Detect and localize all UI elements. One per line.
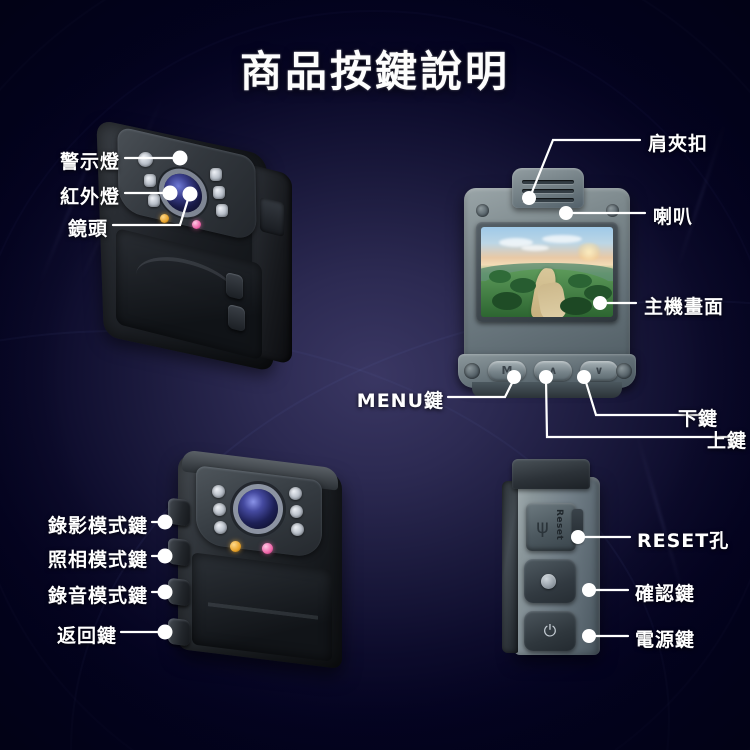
screw [464,363,480,379]
speaker-slot [522,198,574,202]
warning-led [138,152,153,167]
confirm-button-pad[interactable] [524,559,576,603]
video-mode-button[interactable] [168,497,190,527]
camera-lens [238,489,278,529]
ir-led [212,485,225,498]
ir-led [290,505,303,518]
ir-led [144,174,156,187]
status-led-orange [160,214,169,223]
ir-led [291,523,304,536]
device-top-right-back-view: M ∧ ∨ [452,160,642,410]
up-button[interactable]: ∧ [534,361,572,381]
side-button[interactable] [226,271,243,301]
usb-port-cover[interactable] [260,197,284,237]
screen-bush [491,291,522,310]
screen-bush [510,278,537,294]
usb-reset-port-cover[interactable]: ψ Reset [526,503,576,551]
screen-cloud [520,245,549,251]
confirm-button[interactable] [541,574,556,589]
screw [616,363,632,379]
ir-led [213,503,226,516]
label-confirm-key: 確認鍵 [635,583,696,605]
status-led-orange [230,541,241,552]
power-button-pad[interactable]: ⏻ [524,611,576,651]
reset-label: Reset [554,509,564,541]
label-audio-mode-key: 錄音模式鍵 [47,585,148,607]
label-photo-mode-key: 照相模式鍵 [47,549,148,571]
label-shoulder-clip: 肩夾扣 [648,133,709,155]
down-button[interactable]: ∨ [580,361,618,381]
port-cover-tab[interactable] [572,509,583,543]
label-up-key: 上鍵 [707,430,748,452]
label-down-key: 下鍵 [678,408,719,430]
photo-mode-button[interactable] [168,537,190,567]
ir-led [289,487,302,500]
ir-led [148,194,160,207]
speaker-slot [522,189,574,193]
screen-cloud [541,235,582,244]
screw [476,204,489,217]
usb-icon: ψ [536,516,549,538]
label-back-key: 返回鍵 [56,625,117,647]
screen-bush [568,273,593,288]
status-led-pink [192,220,201,229]
audio-mode-button[interactable] [168,577,190,607]
label-main-screen: 主機畫面 [644,296,725,318]
side-button[interactable] [228,303,245,333]
device-edge [502,481,518,653]
screen-sun [576,243,603,262]
screen-bush [560,297,593,316]
label-power-key: 電源鍵 [635,629,696,651]
device-base [472,382,622,398]
lcd-bezel [476,222,618,322]
power-icon: ⏻ [543,621,557,640]
ir-led [213,186,225,199]
page-title: 商品按鍵說明 [239,47,510,96]
screen-bush [488,270,511,284]
device-bottom-left-front-view [150,449,365,670]
menu-button[interactable]: M [488,361,526,381]
label-infrared-light: 紅外燈 [59,186,120,208]
back-button[interactable] [168,617,190,647]
screen-cloud [499,237,534,247]
screen-bush [583,284,612,301]
device-bottom-right-side-view: ψ Reset ⏻ [500,455,650,660]
shoulder-clip[interactable] [512,168,584,208]
label-reset-hole: RESET孔 [637,530,730,552]
label-warning-light: 警示燈 [59,151,120,173]
device-top-cap [512,459,590,489]
side-button-group [168,495,190,655]
label-lens: 鏡頭 [67,218,108,240]
ir-led [210,168,222,181]
ir-led [214,521,227,534]
screw [606,204,619,217]
label-menu-key: MENU鍵 [356,390,444,412]
main-screen [481,227,613,317]
label-speaker: 喇叭 [653,206,694,228]
label-video-mode-key: 錄影模式鍵 [47,515,148,537]
speaker-slot [522,180,574,184]
status-led-pink [262,543,273,554]
ir-led [216,204,228,217]
